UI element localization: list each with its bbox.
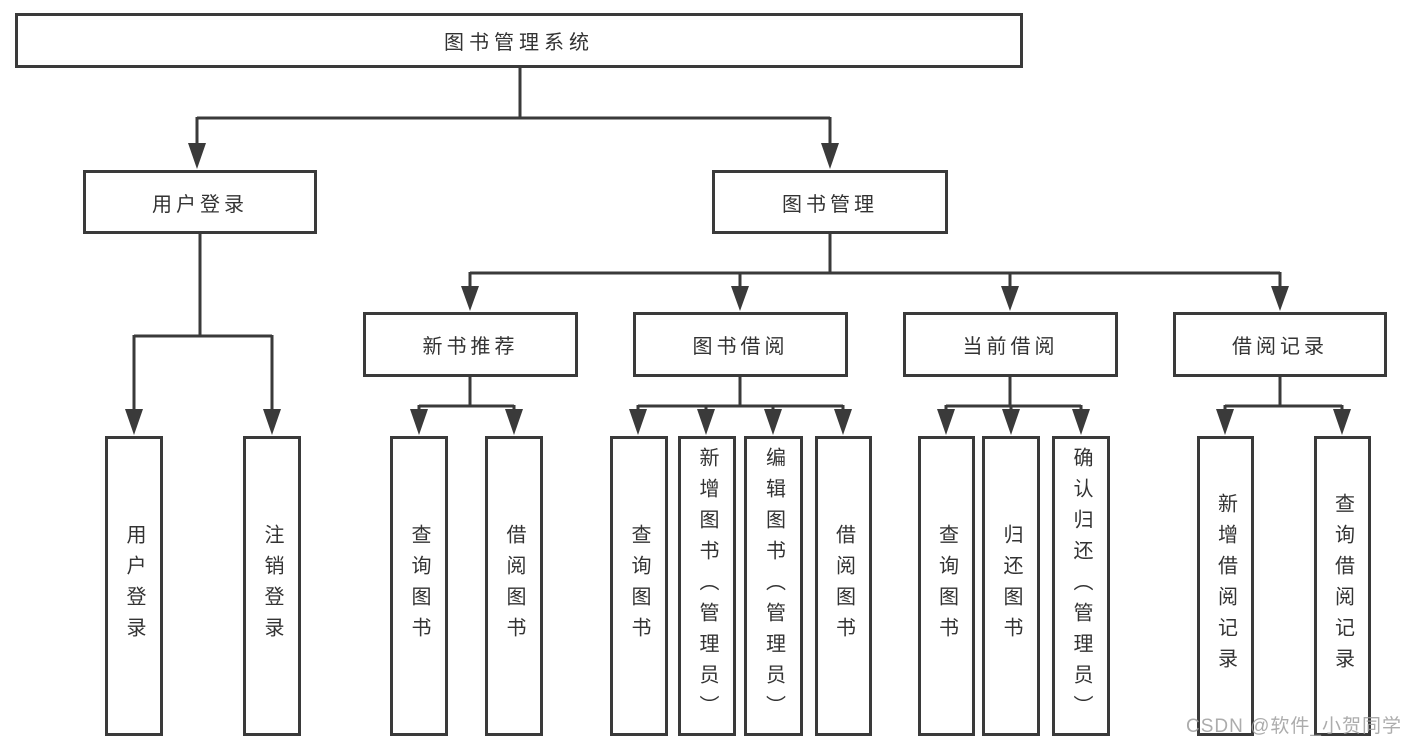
watermark-text: CSDN @软件_小贺同学 [1186, 716, 1402, 737]
leaf-logout: 注销登录 [243, 436, 301, 736]
node-current-borrow-label: 当前借阅 [962, 336, 1059, 358]
leaf-edit-books-admin-label: 编辑图书（管理员） [762, 446, 785, 726]
leaf-user-login-label: 用户登录 [123, 524, 145, 648]
leaf-borrow-books-borrow-label: 借阅图书 [832, 524, 855, 648]
leaf-user-login: 用户登录 [105, 436, 163, 736]
node-book-management-label: 图书管理 [782, 193, 878, 216]
leaf-edit-books-admin: 编辑图书（管理员） [744, 436, 803, 736]
leaf-return-books-label: 归还图书 [1000, 524, 1022, 648]
leaf-add-books-admin: 新增图书（管理员） [678, 436, 736, 736]
leaf-add-borrow-record-label: 新增借阅记录 [1214, 493, 1237, 679]
leaf-query-books-current-label: 查询图书 [935, 524, 958, 648]
node-user-login: 用户登录 [83, 170, 317, 234]
leaf-query-books-borrow-label: 查询图书 [628, 524, 650, 648]
leaf-return-books: 归还图书 [982, 436, 1040, 736]
node-borrow-records: 借阅记录 [1173, 312, 1387, 377]
leaf-query-borrow-record-label: 查询借阅记录 [1331, 493, 1354, 679]
leaf-add-books-admin-label: 新增图书（管理员） [696, 446, 718, 726]
node-new-book-recommend-label: 新书推荐 [422, 336, 519, 358]
leaf-query-books-recommend-label: 查询图书 [408, 524, 430, 648]
leaf-add-borrow-record: 新增借阅记录 [1197, 436, 1254, 736]
leaf-query-books-current: 查询图书 [918, 436, 975, 736]
node-book-borrow-label: 图书借阅 [692, 336, 789, 358]
node-borrow-records-label: 借阅记录 [1232, 336, 1328, 358]
leaf-query-borrow-record: 查询借阅记录 [1314, 436, 1371, 736]
leaf-confirm-return-admin: 确认归还（管理员） [1052, 436, 1110, 736]
node-root-label: 图书管理系统 [444, 32, 594, 54]
leaf-borrow-books-recommend-label: 借阅图书 [503, 524, 525, 648]
node-user-login-label: 用户登录 [152, 193, 248, 216]
node-new-book-recommend: 新书推荐 [363, 312, 578, 377]
node-root: 图书管理系统 [15, 13, 1023, 68]
leaf-query-books-recommend: 查询图书 [390, 436, 448, 736]
leaf-query-books-borrow: 查询图书 [610, 436, 668, 736]
node-book-borrow: 图书借阅 [633, 312, 848, 377]
node-book-management: 图书管理 [712, 170, 948, 234]
leaf-logout-label: 注销登录 [261, 524, 283, 648]
leaf-confirm-return-admin-label: 确认归还（管理员） [1070, 446, 1092, 726]
node-current-borrow: 当前借阅 [903, 312, 1118, 377]
leaf-borrow-books-recommend: 借阅图书 [485, 436, 543, 736]
leaf-borrow-books-borrow: 借阅图书 [815, 436, 872, 736]
